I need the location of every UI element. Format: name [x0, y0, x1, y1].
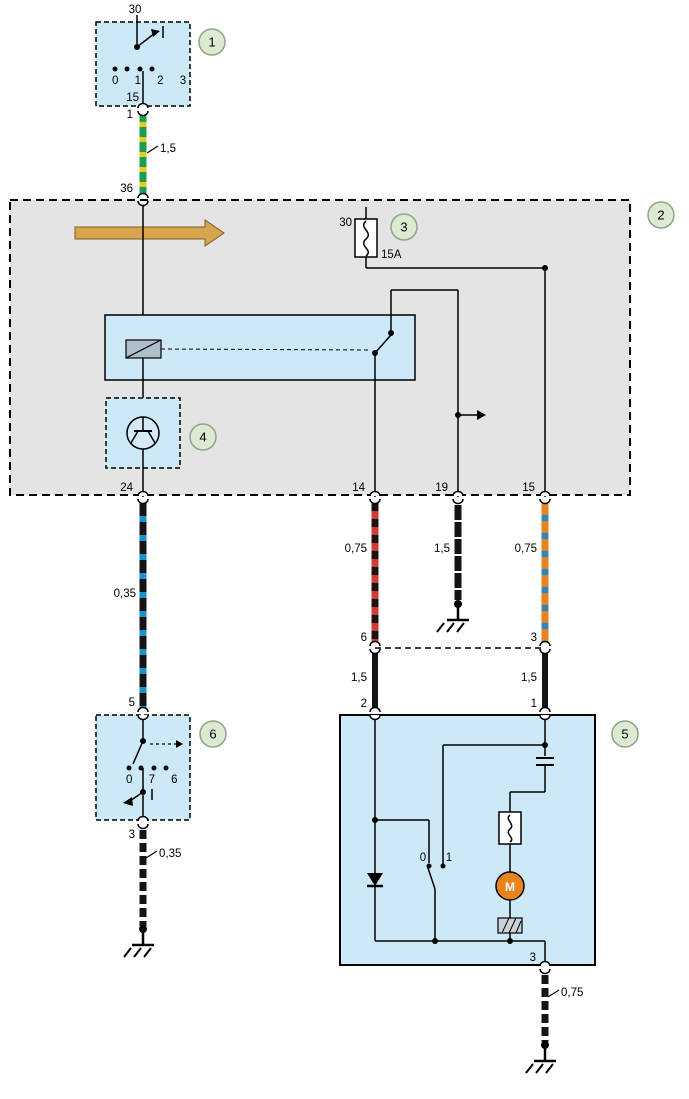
badge-4-number: 4 — [199, 430, 206, 445]
badge-5: 5 — [611, 720, 639, 748]
pin-1-label: 1 — [127, 109, 133, 121]
badge-6: 6 — [199, 720, 227, 748]
switch-position-labels: 0 7 6 — [126, 774, 184, 786]
tap-arrowhead-icon — [477, 410, 486, 420]
fuse: 30 15A — [339, 207, 548, 497]
relay-contact-blade — [374, 334, 392, 354]
switch-blade — [427, 867, 436, 890]
wire-size-label: 0,35 — [114, 588, 136, 600]
wire-size-label: 1,5 — [521, 672, 537, 684]
badge-1-number: 1 — [208, 35, 215, 50]
wiper-switch: 0 1 2 3 15 30 1 — [95, 4, 193, 121]
control-unit-internals — [104, 201, 486, 497]
switch-arrowhead-icon — [176, 740, 183, 748]
wire-pin24: 0,35 5 — [114, 503, 147, 709]
wire-size-label: 0,75 — [345, 543, 367, 555]
pin-15-label: 15 — [522, 482, 535, 494]
terminal-30-label: 30 — [129, 4, 142, 16]
connector-3-label: 3 — [531, 632, 537, 644]
badge-5-number: 5 — [621, 727, 628, 742]
badge-1: 1 — [198, 28, 226, 56]
wire-pump-ground: 0,75 — [541, 971, 583, 1042]
connector-6-label: 6 — [361, 632, 367, 644]
wire-pin19: 1,5 — [434, 503, 462, 600]
fuse-element-icon — [363, 220, 369, 257]
badge-3-number: 3 — [400, 220, 407, 235]
pin-3-label: 3 — [530, 952, 536, 964]
wire-size-label: 1,5 — [160, 143, 176, 155]
wire-switch-to-ecu: 1,5 36 — [120, 112, 176, 197]
switch-blade — [136, 32, 156, 48]
connector-2-label: 2 — [361, 698, 367, 710]
intermittent-switch: 0 7 6 3 — [95, 714, 191, 841]
ground-symbol-3 — [525, 1041, 556, 1074]
pump-switch-1-label: 1 — [446, 852, 452, 864]
motor-label: M — [505, 880, 515, 894]
ecu-pin-labels: 24 14 19 15 — [120, 482, 535, 494]
wire-size-label: 1,5 — [434, 543, 450, 555]
switch-arrowhead-icon — [123, 797, 133, 806]
badge-2-number: 2 — [657, 208, 664, 223]
wire-pin15: 0,75 3 1,5 1 — [515, 503, 549, 712]
pin-14-label: 14 — [352, 482, 365, 494]
badge-6-number: 6 — [209, 727, 216, 742]
ground-symbol-2 — [123, 925, 154, 958]
connector-1-label: 1 — [531, 698, 537, 710]
pin-5-label: 5 — [129, 697, 135, 709]
pin-19-label: 19 — [435, 482, 448, 494]
washer-pump-unit: 0 1 M 3 — [339, 714, 596, 966]
wire-size-label: 0,75 — [515, 543, 537, 555]
wire-size-label: 1,5 — [351, 672, 367, 684]
pin-24-label: 24 — [120, 482, 133, 494]
wire-size-label: 0,35 — [159, 848, 181, 860]
ground-symbol-1 — [436, 600, 469, 633]
switch-position-labels: 0 1 2 3 — [112, 75, 193, 87]
wire-size-label: 0,75 — [561, 987, 583, 999]
pump-switch-0-label: 0 — [420, 852, 426, 864]
fuse-terminal-label: 30 — [339, 217, 352, 229]
fuse-rating-label: 15A — [381, 249, 402, 261]
badge-2: 2 — [647, 201, 675, 229]
terminal-15-label: 15 — [126, 92, 139, 104]
wire-pin14: 0,75 6 1,5 2 — [345, 503, 379, 712]
transistor-driver — [105, 397, 181, 497]
switch-blade — [132, 740, 144, 765]
badge-4: 4 — [189, 423, 217, 451]
pin-3-label: 3 — [129, 829, 135, 841]
pin-36-label: 36 — [120, 183, 133, 195]
switch-arrowhead-icon — [151, 29, 160, 37]
washer-pump-box — [339, 714, 596, 966]
data-bus-arrow-icon — [74, 219, 225, 247]
connector-sockets — [137, 102, 551, 975]
badge-3: 3 — [390, 213, 418, 241]
wire-switch6-ground: 0,35 — [139, 826, 181, 926]
diode-icon — [367, 873, 383, 886]
